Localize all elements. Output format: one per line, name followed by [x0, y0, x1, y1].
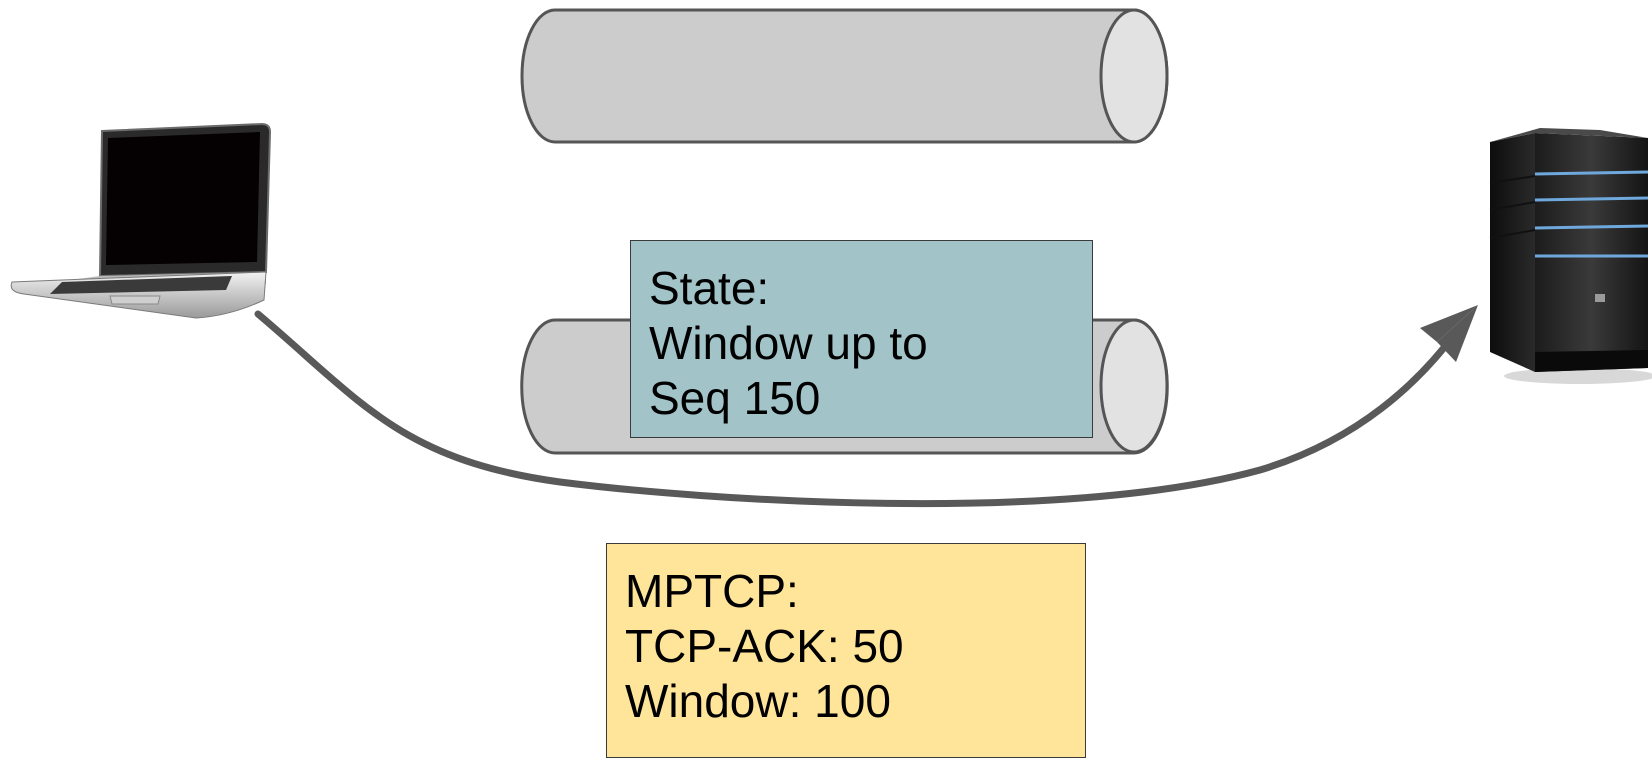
- pipe-top-end: [1099, 8, 1169, 144]
- pipe-top-body: [520, 8, 1169, 144]
- pipe-bottom-end: [1099, 318, 1169, 454]
- arrowhead: [1437, 305, 1478, 362]
- state-box-line-2: Window up to: [649, 317, 928, 369]
- mptcp-info-box: MPTCP: TCP-ACK: 50 Window: 100: [606, 543, 1086, 758]
- mptcp-ack-arrow: [254, 305, 1478, 508]
- mptcp-box-line-2: TCP-ACK: 50: [625, 620, 904, 672]
- arrow-curve: [254, 310, 1458, 508]
- subflow-pipe-top: [520, 8, 1169, 144]
- laptop-icon: [10, 122, 272, 319]
- mptcp-box-line-1: MPTCP:: [625, 565, 799, 617]
- subflow-state-box: State: Window up to Seq 150: [630, 240, 1093, 438]
- state-box-line-3: Seq 150: [649, 372, 821, 424]
- state-box-line-1: State:: [649, 262, 770, 314]
- server-tower-icon: [1489, 128, 1652, 384]
- mptcp-box-line-3: Window: 100: [625, 675, 891, 727]
